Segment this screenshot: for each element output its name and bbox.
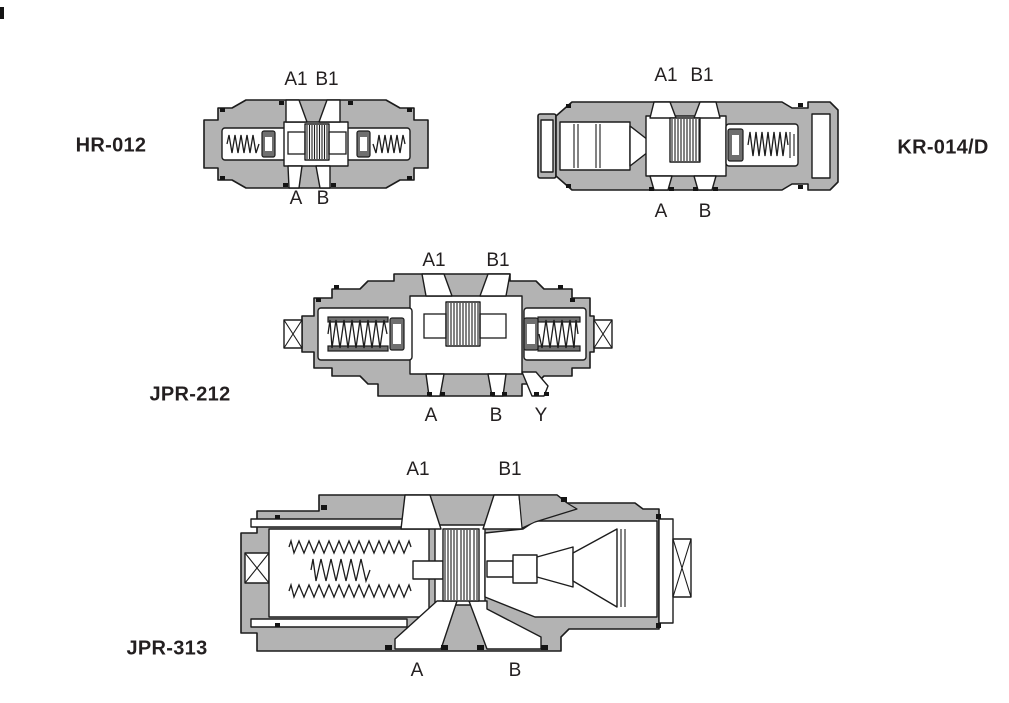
jpr-212-right-pilot-spring (523, 307, 587, 361)
hr-012-seals (220, 101, 412, 187)
hr-012-spool (287, 123, 347, 161)
hr-012-port-label-a: A (289, 188, 303, 209)
hr-012-port-label-b: B (316, 188, 330, 209)
kr-014d-port-label-b1: B1 (690, 65, 714, 86)
hr-012-cross-section-diagram (203, 99, 429, 189)
hr-012-left-spring-check (226, 130, 276, 158)
hr-012-port-label-b1: B1 (315, 69, 339, 90)
jpr-212-port-label-b: B (489, 405, 503, 426)
kr-014d-plug (559, 121, 649, 171)
hr-012-port-label-a1: A1 (284, 69, 308, 90)
jpr-212-left-pilot-spring (317, 307, 413, 361)
page-corner-mark (0, 7, 4, 19)
jpr-313-port-label-a: A (410, 660, 424, 681)
jpr-313-cross-section-diagram (240, 494, 692, 652)
kr-014d-port-label-b: B (698, 201, 712, 222)
jpr-313-spool (442, 528, 480, 602)
jpr-212-spool (423, 301, 507, 347)
valve-name-kr-014d: KR-014/D (897, 136, 989, 159)
jpr-313-port-label-b1: B1 (498, 459, 522, 480)
valve-name-hr-012: HR-012 (75, 134, 147, 157)
jpr-313-port-label-b: B (508, 660, 522, 681)
jpr-313-spring-chamber (268, 528, 430, 618)
kr-014d-spool (669, 117, 701, 163)
kr-014d-port-label-a: A (654, 201, 668, 222)
jpr-212-port-label-a1: A1 (422, 250, 446, 271)
jpr-212-port-label-b1: B1 (486, 250, 510, 271)
jpr-212-left-end-cap-xbox (283, 319, 303, 349)
jpr-212-right-end-cap-xbox (593, 319, 613, 349)
valve-name-jpr-212: JPR-212 (149, 383, 231, 406)
jpr-313-right-cap-xbox (656, 514, 692, 628)
jpr-212-port-label-a: A (424, 405, 438, 426)
jpr-212-cross-section-diagram (283, 273, 613, 397)
jpr-313-seals (275, 497, 567, 650)
jpr-313-stem (412, 528, 626, 608)
jpr-313-port-label-a1: A1 (406, 459, 430, 480)
kr-014d-spring-check (725, 123, 799, 167)
jpr-212-port-label-y: Y (534, 405, 548, 426)
kr-014d-cross-section-diagram (537, 101, 839, 191)
hr-012-right-spring-check (356, 130, 406, 158)
kr-014d-seals (566, 103, 803, 191)
valve-name-jpr-313: JPR-313 (126, 637, 208, 660)
kr-014d-port-label-a1: A1 (654, 65, 678, 86)
jpr-212-seals (316, 285, 575, 396)
